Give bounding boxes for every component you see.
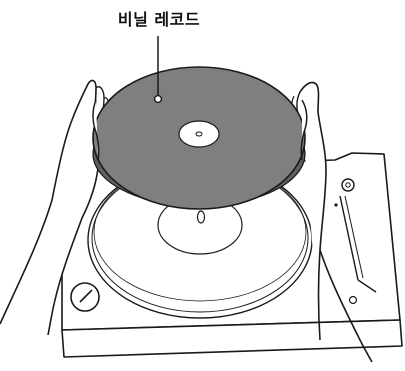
callout-anchor-dot <box>155 96 162 103</box>
vinyl-record <box>93 67 305 209</box>
vinyl-record-callout-label: 비닐 레코드 <box>103 6 215 30</box>
speed-knob <box>71 283 99 311</box>
